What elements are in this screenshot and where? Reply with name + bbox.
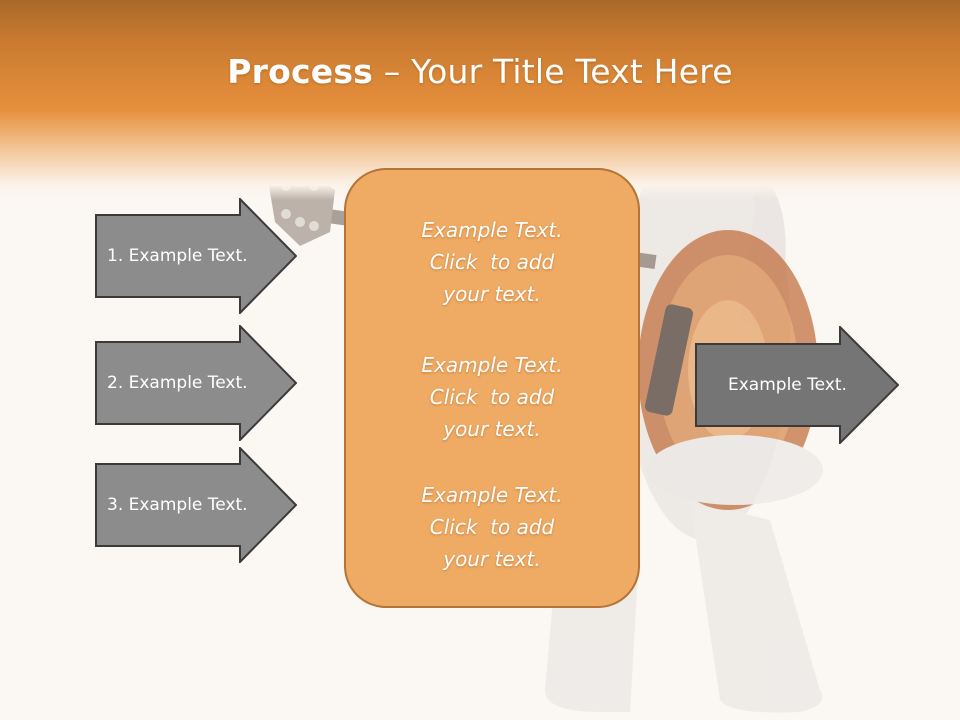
title-rest: – Your Title Text Here	[373, 52, 733, 91]
arrow-shape-icon	[695, 326, 899, 444]
block-line: Example Text.	[421, 483, 563, 507]
block-line: Click to add	[429, 515, 555, 539]
center-text-block-1: Example Text. Click to add your text.	[346, 214, 638, 310]
arrow-label: 1. Example Text.	[107, 246, 248, 266]
slide-title: Process – Your Title Text Here	[0, 52, 960, 91]
process-step-arrow-3[interactable]: 3. Example Text.	[95, 447, 297, 563]
center-content-box[interactable]: Example Text. Click to add your text. Ex…	[344, 168, 640, 608]
block-line: your text.	[443, 417, 541, 441]
title-bold: Process	[227, 52, 374, 91]
block-line: your text.	[443, 547, 541, 571]
block-line: Example Text.	[421, 353, 563, 377]
block-line: Example Text.	[421, 218, 563, 242]
arrow-shape-icon	[95, 198, 297, 314]
result-arrow[interactable]: Example Text.	[695, 326, 899, 444]
block-line: Click to add	[429, 250, 555, 274]
center-text-block-2: Example Text. Click to add your text.	[346, 349, 638, 445]
center-text-block-3: Example Text. Click to add your text.	[346, 479, 638, 575]
arrow-shape-icon	[95, 447, 297, 563]
block-line: your text.	[443, 282, 541, 306]
header-band	[0, 0, 960, 200]
process-step-arrow-1[interactable]: 1. Example Text.	[95, 198, 297, 314]
arrow-label: Example Text.	[728, 375, 847, 395]
process-step-arrow-2[interactable]: 2. Example Text.	[95, 325, 297, 441]
block-line: Click to add	[429, 385, 555, 409]
arrow-label: 2. Example Text.	[107, 373, 248, 393]
arrow-label: 3. Example Text.	[107, 495, 248, 515]
arrow-shape-icon	[95, 325, 297, 441]
